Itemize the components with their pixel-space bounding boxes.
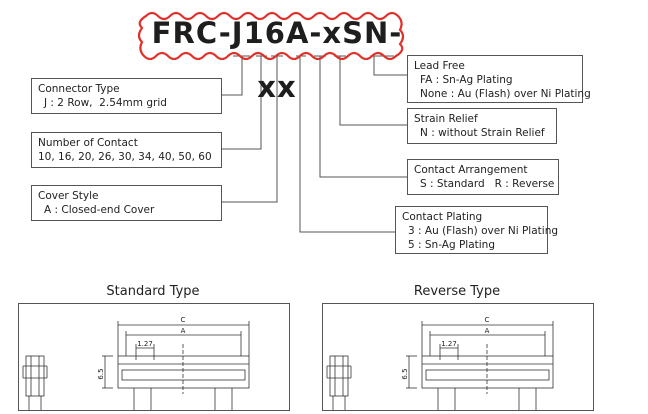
a-dim-label: A	[485, 327, 490, 335]
height-dim-label: 6.5	[401, 368, 409, 379]
box-connector-type: Connector Type J : 2 Row, 2.54mm grid	[31, 78, 222, 114]
standard-type-drawing: C A 1.27 6.5	[18, 303, 290, 411]
connector-contacts	[425, 369, 550, 381]
box-cover-style: Cover Style A : Closed-end Cover	[31, 185, 222, 221]
reverse-type-title: Reverse Type	[413, 284, 501, 299]
connector-body	[117, 355, 250, 389]
red-highlight-outline	[138, 11, 405, 60]
reverse-drawing-svg: C A 1.27 6.5	[326, 316, 554, 410]
box-title: Contact Plating	[402, 211, 483, 223]
box-title: Lead Free	[414, 60, 465, 72]
connector-body	[421, 355, 554, 389]
box-line: FA : Sn-Ag Plating	[420, 74, 513, 86]
leader-strain-relief	[339, 56, 407, 126]
box-line: 10, 16, 20, 26, 30, 34, 40, 50, 60	[38, 151, 212, 163]
box-title: Connector Type	[38, 83, 120, 95]
leader-contact-arrangement	[319, 56, 407, 178]
leader-cover-style	[222, 56, 278, 203]
box-line: S : Standard R : Reverse	[420, 178, 555, 190]
leader-contact-plating	[299, 56, 395, 233]
leader-number-of-contact	[222, 56, 262, 150]
c-dim-label: C	[485, 316, 490, 324]
pitch-dim-label: 1.27	[137, 340, 153, 348]
box-line: A : Closed-end Cover	[44, 204, 155, 216]
leader-connector-type	[222, 56, 243, 96]
box-line: None : Au (Flash) over Ni Plating	[420, 88, 591, 100]
box-line: J : 2 Row, 2.54mm grid	[44, 97, 167, 109]
a-dim-label: A	[181, 327, 186, 335]
box-line: 3 : Au (Flash) over Ni Plating	[408, 225, 559, 237]
pitch-dim-label: 1.27	[441, 340, 457, 348]
side-view-body	[329, 355, 349, 397]
box-title: Number of Contact	[38, 137, 138, 149]
box-contact-arrangement: Contact Arrangement S : Standard R : Rev…	[407, 159, 559, 195]
leader-lead-free	[373, 56, 407, 76]
box-title: Cover Style	[38, 190, 99, 202]
connector-contacts	[121, 369, 246, 381]
standard-drawing-svg: C A 1.27 6.5	[22, 316, 250, 410]
part-number: FRC-J16A-xSN-xx	[151, 16, 403, 104]
box-title: Contact Arrangement	[414, 164, 528, 176]
side-view-body	[25, 355, 45, 397]
box-line: 5 : Sn-Ag Plating	[408, 239, 495, 251]
c-dim-label: C	[181, 316, 186, 324]
box-line: N : without Strain Relief	[420, 127, 545, 139]
part-number-banner: FRC-J16A-xSN-xx	[138, 6, 416, 104]
box-contact-plating: Contact Plating 3 : Au (Flash) over Ni P…	[395, 206, 559, 254]
box-lead-free: Lead Free FA : Sn-Ag Plating None : Au (…	[407, 55, 591, 103]
box-title: Strain Relief	[414, 113, 478, 125]
height-dim-label: 6.5	[97, 368, 105, 379]
box-strain-relief: Strain Relief N : without Strain Relief	[407, 108, 557, 144]
box-number-of-contact: Number of Contact 10, 16, 20, 26, 30, 34…	[31, 132, 222, 168]
reverse-type-drawing: C A 1.27 6.5	[322, 303, 594, 411]
standard-type-title: Standard Type	[106, 284, 200, 299]
